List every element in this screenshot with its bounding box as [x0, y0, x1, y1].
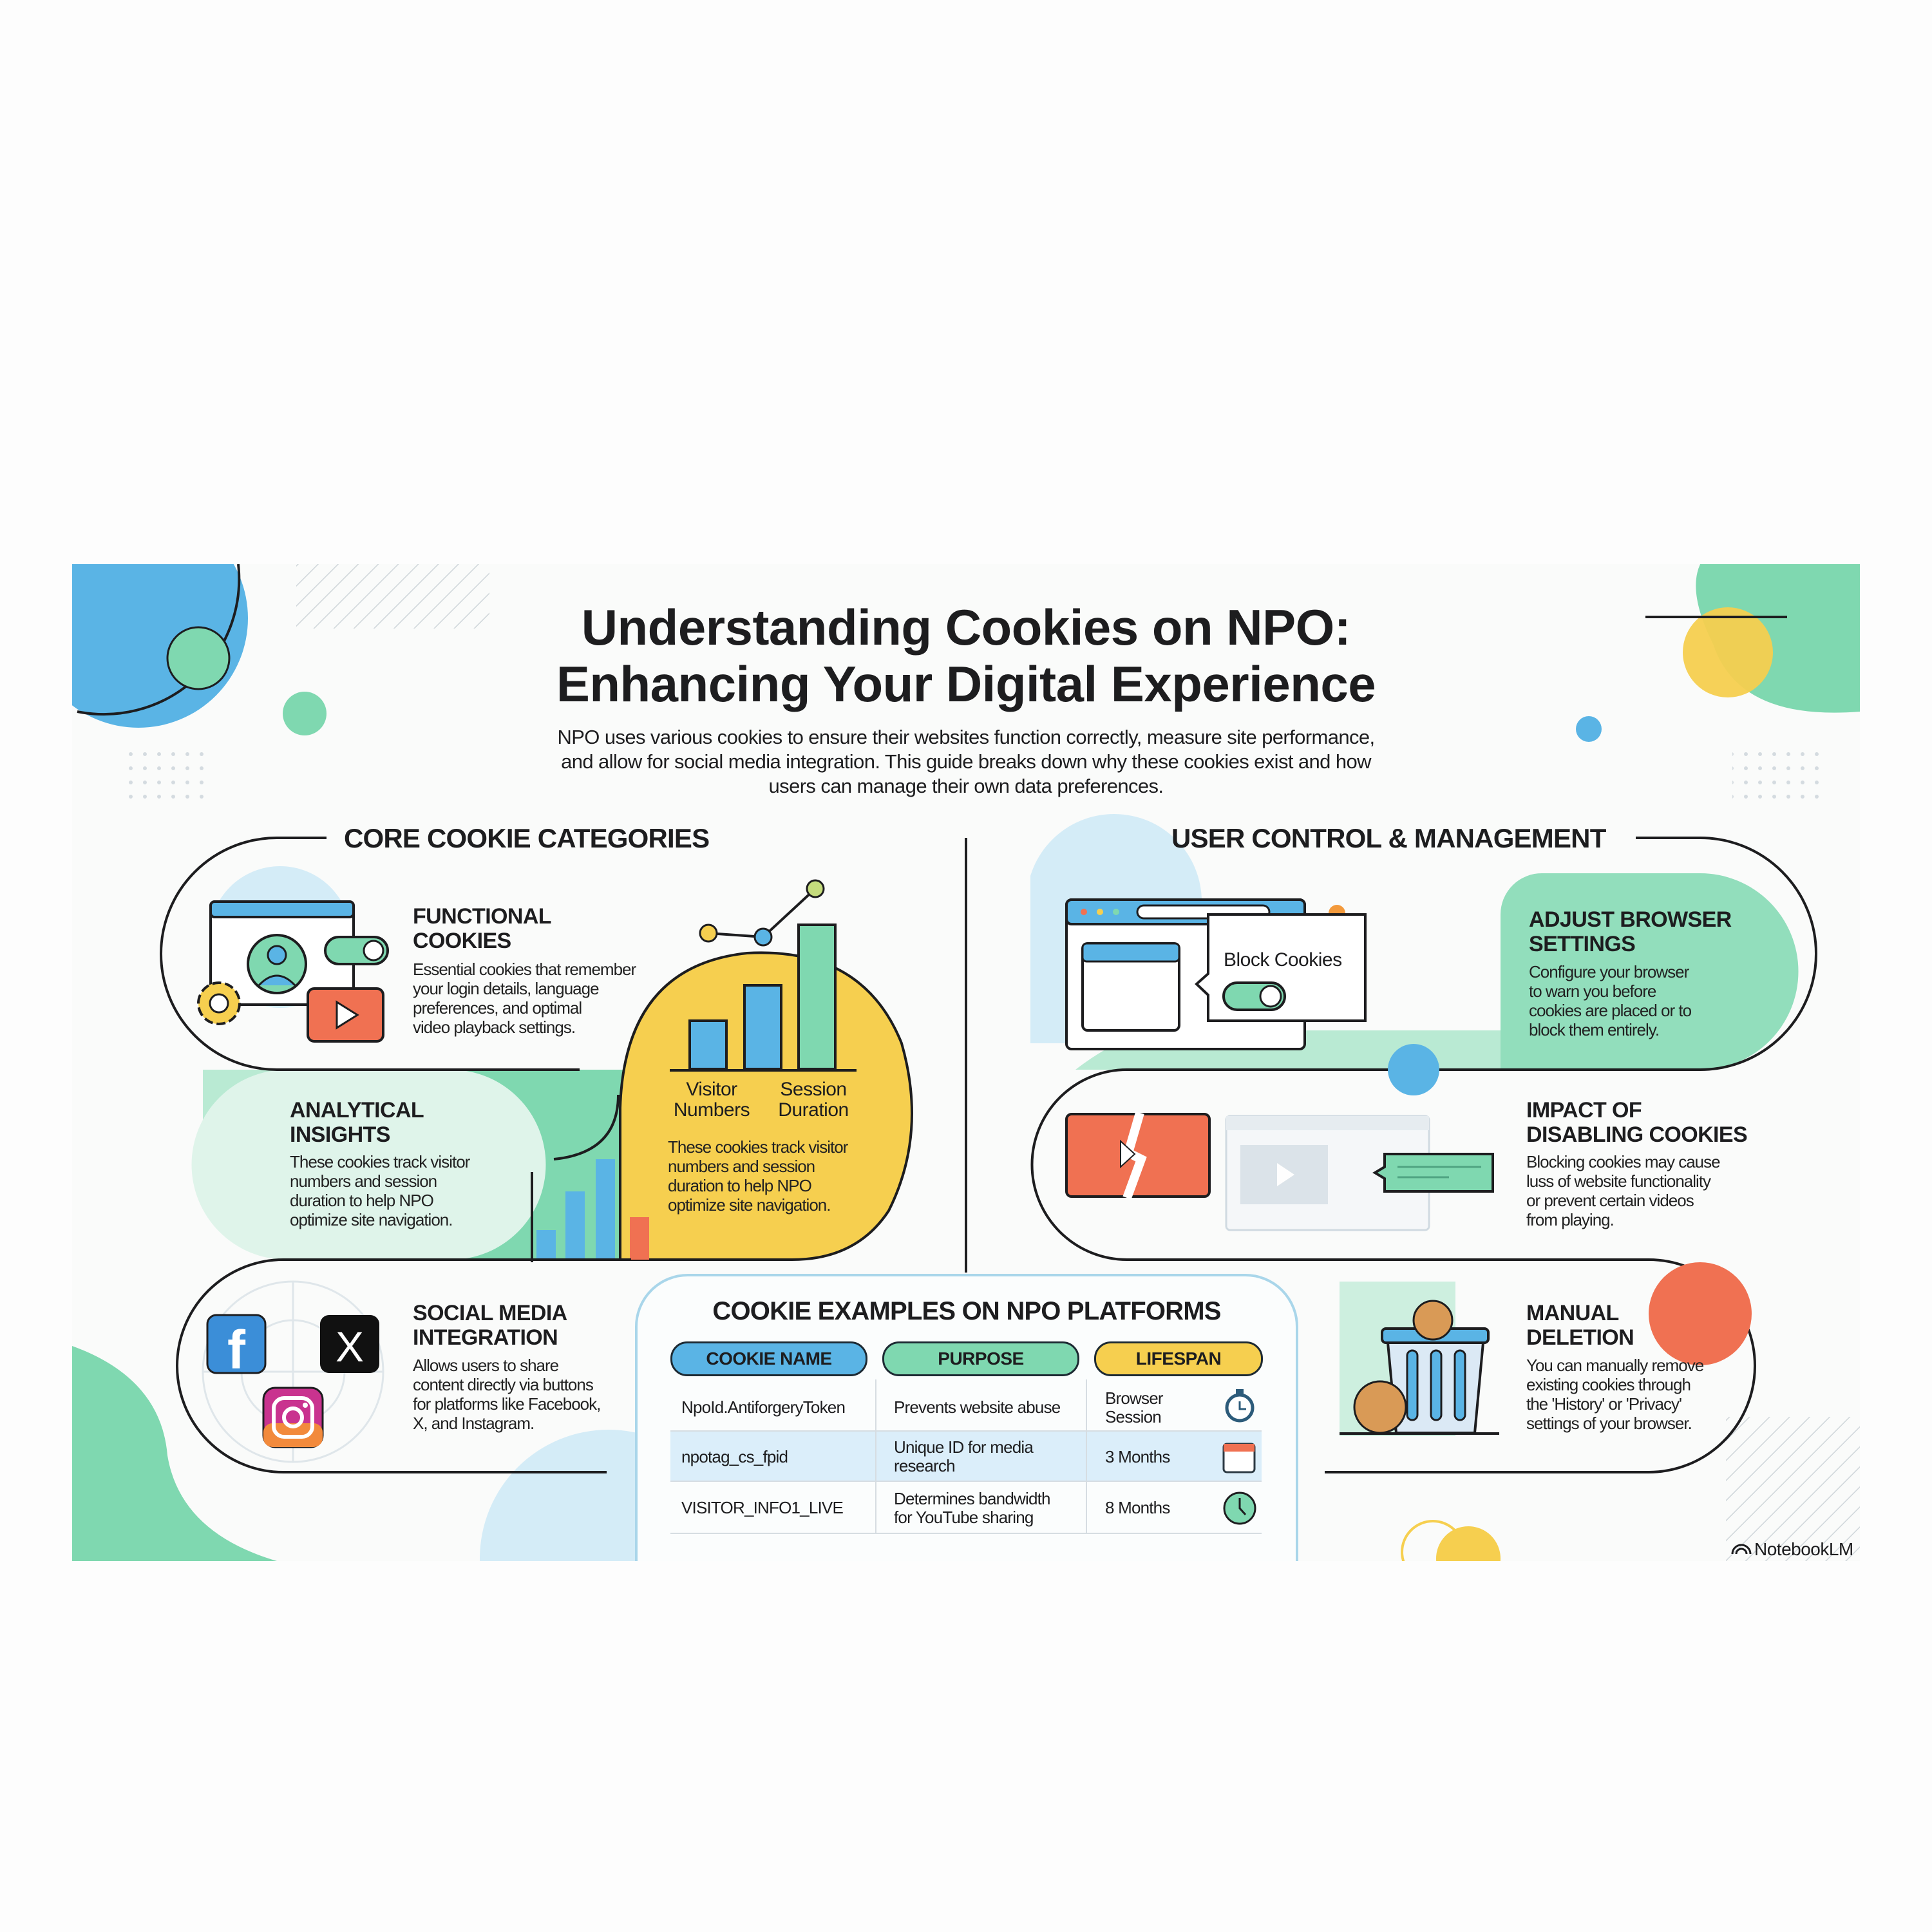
section-title-user-control: USER CONTROL & MANAGEMENT — [1171, 823, 1606, 853]
page-title-line1: Understanding Cookies on NPO: — [581, 599, 1351, 656]
purpose-cell: Prevents website abuse — [894, 1397, 1061, 1417]
page-title-line2: Enhancing Your Digital Experience — [556, 656, 1376, 712]
small-bar — [630, 1217, 649, 1260]
table-row — [670, 1432, 1262, 1482]
small-bar — [565, 1191, 585, 1260]
table-row — [670, 1385, 1262, 1432]
social-heading: SOCIAL MEDIA INTEGRATION — [413, 1301, 567, 1350]
chart-point — [699, 923, 718, 943]
chart-note: These cookies track visitor numbers and … — [668, 1137, 848, 1215]
cookie-name-cell: NpoId.AntiforgeryToken — [681, 1397, 846, 1417]
cookie-name-cell: npotag_cs_fpid — [681, 1446, 788, 1466]
background-decorations — [72, 564, 1860, 1561]
play-button-icon — [307, 987, 384, 1043]
small-bar — [536, 1230, 556, 1260]
impact-body: Blocking cookies may cause luss of websi… — [1526, 1152, 1721, 1229]
adjust-green-card — [1501, 873, 1799, 1070]
column-header-purpose: PURPOSE — [882, 1341, 1079, 1376]
faded-browser-icon — [1225, 1115, 1430, 1231]
stopwatch-icon — [1225, 1389, 1255, 1423]
chart-point — [753, 927, 773, 947]
svg-text:X: X — [336, 1323, 364, 1370]
right-outline — [1030, 837, 1817, 1473]
block-cookies-toggle[interactable] — [1222, 981, 1286, 1011]
table-row — [670, 1482, 1262, 1534]
column-header-cookie-name: COOKIE NAME — [670, 1341, 867, 1376]
social-body: Allows users to share content directly v… — [413, 1356, 601, 1433]
section-title-core-categories: CORE COOKIE CATEGORIES — [344, 823, 710, 853]
analytical-body: These cookies track visitor numbers and … — [290, 1152, 470, 1229]
block-cookies-label: Block Cookies — [1224, 949, 1342, 971]
chart-label-visitor-numbers: Visitor Numbers — [673, 1079, 750, 1121]
intro-text: NPO uses various cookies to ensure their… — [557, 726, 1375, 797]
trash-can-icon — [1340, 1327, 1499, 1435]
chart-bar — [688, 1019, 728, 1070]
purpose-cell: Determines bandwidth for YouTube sharing — [894, 1488, 1051, 1527]
chart-label-session-duration: Session Duration — [778, 1079, 849, 1121]
manual-deletion-body: You can manually remove existing cookies… — [1526, 1356, 1704, 1433]
svg-text:f: f — [227, 1320, 246, 1380]
adjust-settings-heading: ADJUST BROWSER SETTINGS — [1529, 907, 1732, 956]
impact-heading: IMPACT OF DISABLING COOKIES — [1526, 1098, 1748, 1147]
gear-icon — [197, 981, 241, 1025]
x-icon: X — [320, 1315, 379, 1373]
toggle-icon — [324, 936, 389, 965]
column-header-lifespan: LIFESPAN — [1094, 1341, 1263, 1376]
manual-deletion-heading: MANUAL DELETION — [1526, 1301, 1634, 1350]
cookie-name-cell: VISITOR_INFO1_LIVE — [681, 1498, 844, 1517]
chart-point — [806, 879, 825, 898]
broken-video-icon — [1065, 1112, 1211, 1200]
lifespan-cell: 8 Months — [1105, 1498, 1170, 1517]
left-bottom-outline — [176, 1258, 631, 1473]
calendar-icon — [1222, 1443, 1256, 1473]
cookie-icon — [1353, 1300, 1454, 1434]
chat-bubble-icon — [1372, 1153, 1494, 1193]
functional-body: Essential cookies that remember your log… — [413, 960, 636, 1037]
lifespan-cell: Browser Session — [1105, 1388, 1164, 1426]
chart-bar — [743, 984, 782, 1070]
lifespan-cell: 3 Months — [1105, 1446, 1170, 1466]
small-bar — [596, 1159, 615, 1260]
analytics-chart — [670, 879, 857, 1072]
connector-dot — [1388, 1044, 1439, 1095]
purpose-cell: Unique ID for media research — [894, 1437, 1034, 1475]
notebooklm-logo-icon — [1731, 1544, 1752, 1555]
facebook-icon: f — [206, 1314, 267, 1380]
analytical-heading: ANALYTICAL INSIGHTS — [290, 1098, 424, 1147]
notebooklm-branding: NotebookLM — [1754, 1539, 1853, 1559]
left-top-outline — [160, 837, 580, 1071]
functional-heading: FUNCTIONAL COOKIES — [413, 904, 552, 953]
instagram-icon — [262, 1387, 324, 1448]
chart-bar — [797, 923, 837, 1070]
cookie-table-title: COOKIE EXAMPLES ON NPO PLATFORMS — [712, 1297, 1221, 1325]
functional-browser-icon — [209, 900, 355, 1006]
clock-icon — [1223, 1492, 1256, 1525]
adjust-settings-body: Configure your browser to warn you befor… — [1529, 962, 1692, 1039]
